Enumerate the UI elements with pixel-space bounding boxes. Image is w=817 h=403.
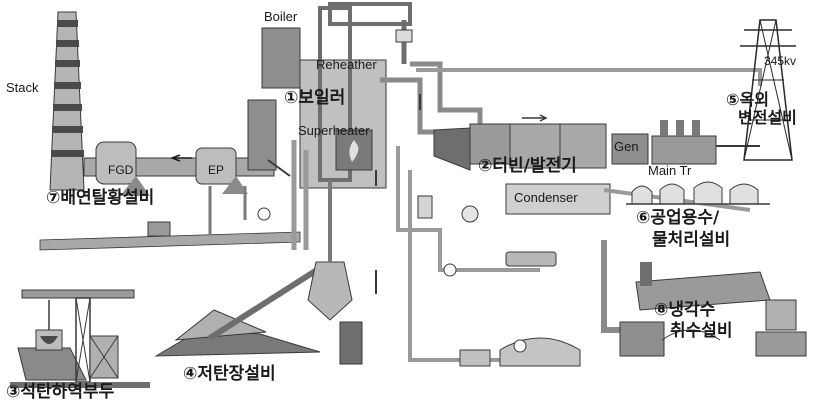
water-treatment-tanks [626, 182, 770, 204]
coal-unload-ko-label: ③석탄하역부두 [6, 384, 114, 401]
cooling-ko-label-2: 취수설비 [670, 323, 733, 340]
superheater-label: Superheater [298, 124, 370, 137]
voltage-label: 345kv [764, 55, 796, 67]
reheater-label: Reheather [316, 58, 377, 71]
main-tr-label: Main Tr [648, 164, 691, 177]
coal-storage-ko-label: ④저탄장설비 [183, 366, 276, 383]
substation-ko-label-1: ⑤옥외 [726, 92, 769, 108]
bottom-tanks [460, 338, 580, 366]
fgd-label: FGD [108, 164, 133, 176]
gen-label: Gen [614, 140, 639, 153]
substation-ko-label-2: 변전설비 [738, 110, 797, 126]
boiler-ko-label: ①보일러 [284, 90, 345, 107]
boiler-label: Boiler [264, 10, 297, 23]
condenser-label: Condenser [514, 191, 578, 204]
water-ko-label-2: 물처리설비 [652, 232, 730, 249]
coal-unloading-pier [10, 290, 150, 388]
cooling-ko-label-1: ⑧냉각수 [654, 302, 715, 319]
ep-label: EP [208, 164, 224, 176]
water-ko-label-1: ⑥공업용수/ [636, 210, 719, 227]
flue-gas-ko-label: ⑦배연탈황설비 [46, 190, 154, 207]
coal-storage [156, 170, 376, 364]
stack-chimney [50, 12, 84, 190]
stack-label: Stack [6, 81, 39, 94]
turbine-ko-label: ②터빈/발전기 [478, 158, 577, 175]
